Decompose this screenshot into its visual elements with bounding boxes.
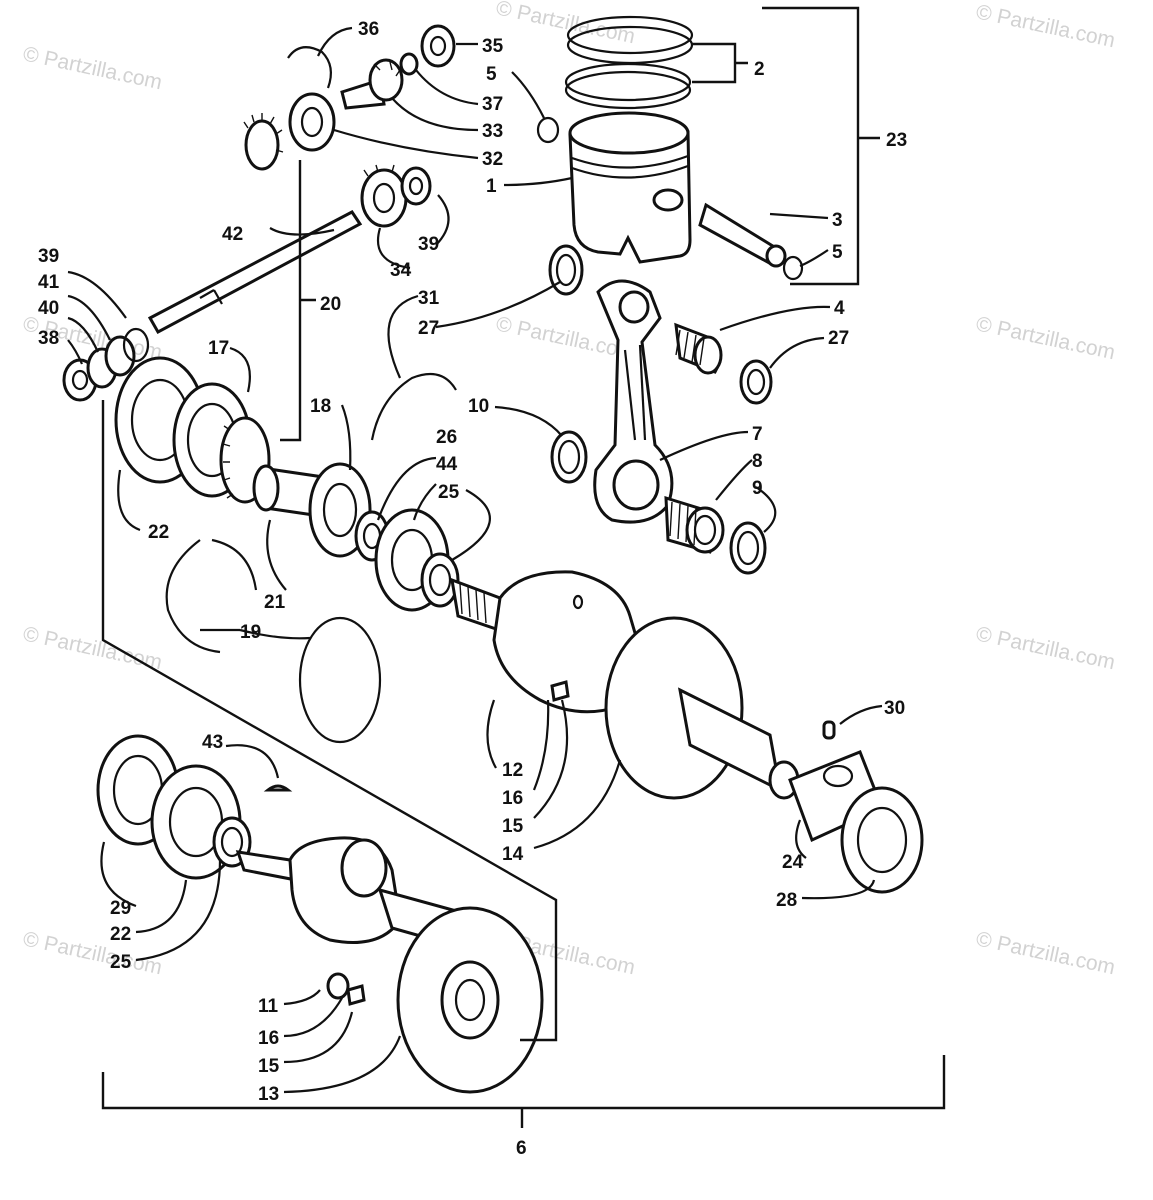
pin-30 [822,720,836,740]
retainer-rings-19 [165,538,382,744]
callout-16-upper: 16 [502,788,523,809]
watermark: © Partzilla.com [974,312,1117,364]
callout-37: 37 [482,94,503,115]
callout-labels: 36 35 5 37 33 32 1 2 23 3 5 4 27 42 39 3… [38,19,907,1159]
washer-9 [729,521,767,575]
callout-29: 29 [110,898,131,919]
callout-38: 38 [38,328,59,349]
callout-5-top: 5 [486,64,497,85]
oil-seal-28 [840,786,924,894]
callout-13: 13 [258,1084,279,1105]
leader-lines [67,26,883,1094]
callout-25-lower: 25 [110,952,132,973]
callout-12: 12 [502,760,523,781]
callout-18: 18 [310,396,331,417]
callout-21: 21 [264,592,286,613]
piston-pin [698,202,787,268]
callout-28: 28 [776,890,797,911]
callout-25-upper: 25 [438,482,460,503]
callout-23: 23 [886,130,907,151]
shaft-42 [147,210,363,335]
callout-22-upper: 22 [148,522,169,543]
bearing-stack-38-41 [62,327,150,402]
bevel-gear [243,113,284,171]
bearing-39-upper [400,166,432,206]
watermark: © Partzilla.com [21,927,164,979]
washer-10 [550,430,588,484]
washer-27-upper [548,244,584,296]
watermark: © Partzilla.com [974,0,1117,52]
callout-33: 33 [482,121,503,142]
callout-43: 43 [202,732,223,753]
callout-34: 34 [390,260,412,281]
callout-1: 1 [486,176,497,197]
washer-37 [399,52,419,76]
callout-41: 41 [38,272,60,293]
callout-22-lower: 22 [110,924,131,945]
needle-bearing-big-end [664,495,725,554]
watermark: © Partzilla.com [974,622,1117,674]
callout-7: 7 [752,424,763,445]
watermark: © Partzilla.com [974,927,1117,979]
callout-16-lower: 16 [258,1028,279,1049]
woodruff-key-43 [263,784,293,792]
callout-39-left: 39 [38,246,59,267]
callout-15-upper: 15 [502,816,524,837]
callout-44: 44 [436,454,458,475]
crankshaft-mag-side [450,570,800,800]
callout-8: 8 [752,451,763,472]
callout-32: 32 [482,149,503,170]
callout-14: 14 [502,844,524,865]
circlip-31 [370,372,457,441]
callout-31: 31 [418,288,440,309]
callout-15-lower: 15 [258,1056,280,1077]
gear-34 [360,164,409,228]
needle-bearing-small-end [674,322,723,375]
callout-10: 10 [468,396,489,417]
washer-27-right [739,359,773,405]
callout-40: 40 [38,298,59,319]
callout-35: 35 [482,36,504,57]
callout-19: 19 [240,622,261,643]
callout-27-upper: 27 [418,318,439,339]
callout-3: 3 [832,210,843,231]
callout-4: 4 [834,298,845,319]
snap-ring-36 [287,46,333,89]
piston-pin-clips [536,116,804,281]
brackets [101,6,946,1128]
watermark: © Partzilla.com [21,622,164,674]
callout-11: 11 [258,996,279,1017]
callout-5-right: 5 [832,242,843,263]
bearing-35 [420,24,456,68]
callout-36: 36 [358,19,379,40]
pinion-gear-33 [340,58,404,110]
callout-27-right: 27 [828,328,849,349]
callout-20: 20 [320,294,341,315]
callout-24: 24 [782,852,804,873]
callout-42: 42 [222,224,243,245]
piston [568,111,692,264]
crankshaft-pto-side [235,836,544,1094]
callout-39-upper: 39 [418,234,439,255]
connecting-rod [593,279,674,524]
callout-6: 6 [516,1138,527,1159]
watermark: © Partzilla.com [21,42,164,94]
callout-9: 9 [752,478,763,499]
seal-25-upper [420,552,460,608]
bearing-32 [288,92,336,152]
callout-26: 26 [436,427,457,448]
watermark: © Partzilla.com [494,0,637,48]
callout-2: 2 [754,59,765,80]
callout-30: 30 [884,698,905,719]
callout-17: 17 [208,338,229,359]
